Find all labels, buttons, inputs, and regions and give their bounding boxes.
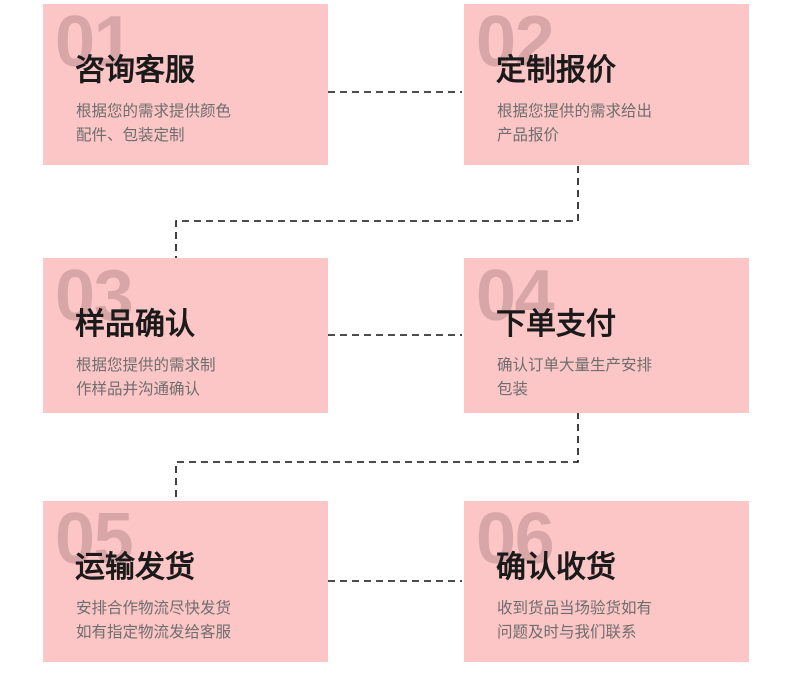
step-description-04: 确认订单大量生产安排 包装	[497, 357, 653, 398]
step-description-01: 根据您的需求提供颜色 配件、包装定制	[76, 103, 232, 144]
step-number-01: 01	[55, 4, 134, 82]
step-number-02: 02	[476, 4, 555, 82]
step-number-03: 03	[55, 258, 134, 336]
step-title-06: 确认收货	[496, 551, 616, 584]
step-number-04: 04	[476, 258, 555, 336]
step-card-04[interactable]: 04 下单支付 确认订单大量生产安排 包装	[464, 258, 749, 413]
step-title-04: 下单支付	[496, 308, 616, 341]
step-card-03[interactable]: 03 样品确认 根据您提供的需求制 作样品并沟通确认	[43, 258, 328, 413]
step-description-05: 安排合作物流尽快发货 如有指定物流发给客服	[76, 600, 232, 641]
step-card-06[interactable]: 06 确认收货 收到货品当场验货如有 问题及时与我们联系	[464, 501, 749, 662]
step-card-01[interactable]: 01 咨询客服 根据您的需求提供颜色 配件、包装定制	[43, 4, 328, 165]
connector-02-to-03	[175, 166, 579, 260]
step-description-02: 根据您提供的需求给出 产品报价	[497, 103, 653, 144]
step-description-03: 根据您提供的需求制 作样品并沟通确认	[76, 357, 216, 398]
step-card-05[interactable]: 05 运输发货 安排合作物流尽快发货 如有指定物流发给客服	[43, 501, 328, 662]
step-number-06: 06	[476, 501, 555, 579]
step-title-03: 样品确认	[75, 308, 195, 341]
step-number-05: 05	[55, 501, 134, 579]
step-description-06: 收到货品当场验货如有 问题及时与我们联系	[497, 600, 653, 641]
connector-04-to-05	[175, 412, 579, 502]
step-title-01: 咨询客服	[75, 54, 195, 87]
step-card-02[interactable]: 02 定制报价 根据您提供的需求给出 产品报价	[464, 4, 749, 165]
step-title-05: 运输发货	[75, 551, 195, 584]
step-title-02: 定制报价	[496, 54, 616, 87]
